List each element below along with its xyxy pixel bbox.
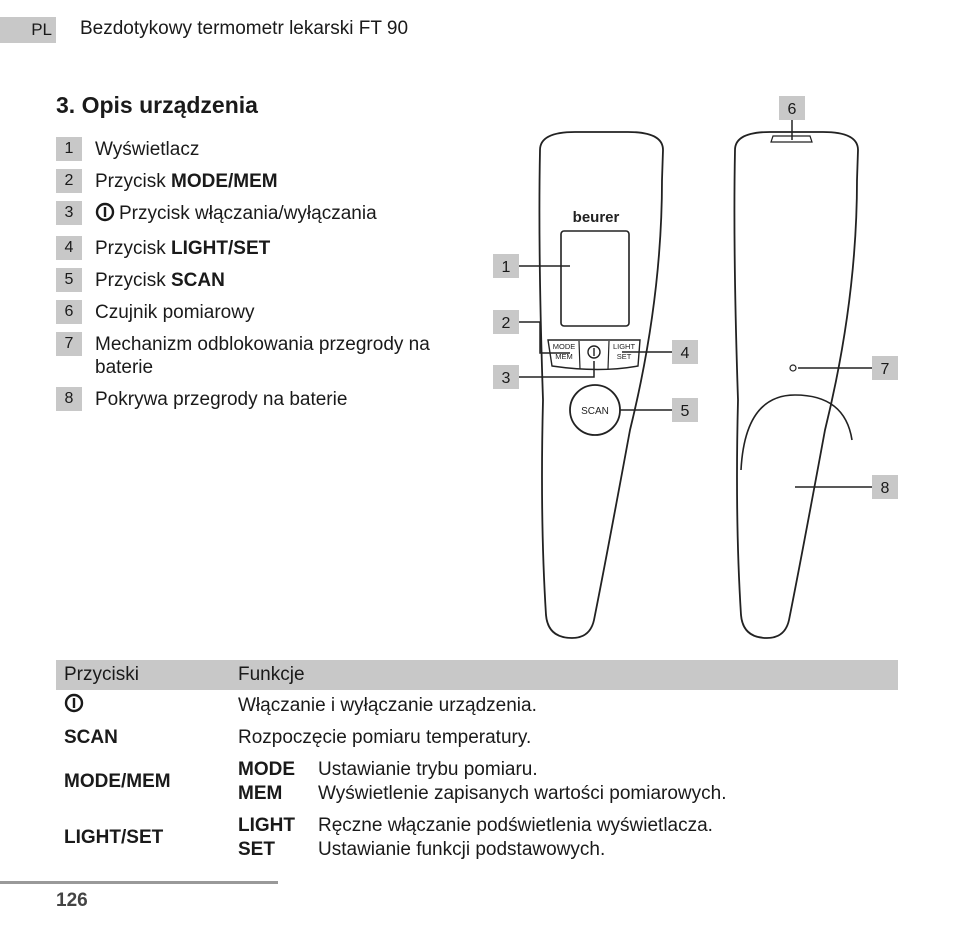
legend-item: 8 Pokrywa przegrody na baterie: [56, 387, 456, 411]
legend-prefix: Przycisk: [95, 238, 171, 259]
legend-label: Mechanizm odblokowania przegrody na bate…: [95, 334, 430, 378]
sub-key: MEM: [238, 783, 283, 804]
legend-label: Wyświetlacz: [95, 139, 200, 160]
battery-release-latch: [789, 364, 797, 372]
table-row: SCAN Rozpoczęcie pomiaru temperatury.: [56, 722, 898, 754]
legend-prefix: Przycisk: [95, 270, 171, 291]
parts-legend: 1 Wyświetlacz 2 Przycisk MODE/MEM 3 Przy…: [56, 137, 456, 419]
scan-label: SCAN: [581, 406, 609, 417]
legend-prefix: Przycisk: [95, 171, 171, 192]
svg-text:6: 6: [788, 101, 797, 118]
display-screen: [560, 230, 630, 327]
button-cell: [56, 693, 238, 719]
battery-cover: [740, 394, 853, 471]
legend-text: Przycisk włączania/wyłączania: [119, 203, 377, 224]
table-row: Włączanie i wyłączanie urządzenia.: [56, 690, 898, 722]
section-title: 3. Opis urządzenia: [56, 92, 258, 118]
svg-text:2: 2: [502, 315, 511, 332]
button-cell: LIGHT/SET: [64, 827, 164, 848]
function-cell: MODE Ustawianie trybu pomiaru. MEM Wyświet…: [238, 758, 898, 806]
legend-number: 3: [56, 201, 82, 225]
legend-item: 7 Mechanizm odblokowania przegrody na ba…: [56, 332, 456, 379]
power-icon: [64, 693, 84, 719]
legend-number: 2: [56, 169, 82, 193]
legend-label: Przycisk MODE/MEM: [95, 169, 278, 193]
sub-value: Ustawianie trybu pomiaru.: [318, 759, 538, 780]
sub-value: Ustawianie funkcji podstawowych.: [318, 839, 606, 860]
button-panel: [547, 339, 641, 371]
power-icon: [587, 345, 601, 359]
svg-text:8: 8: [881, 480, 890, 497]
footer-rule: [0, 881, 278, 884]
legend-number: 1: [56, 137, 82, 161]
sub-value: Ręczne włączanie podświetlenia wyświetla…: [318, 815, 713, 836]
callout-7: 7: [872, 356, 898, 380]
language-tab: PL: [0, 17, 56, 43]
function-cell: Włączanie i wyłączanie urządzenia.: [238, 695, 537, 716]
legend-label: Przycisk LIGHT/SET: [95, 236, 270, 260]
sub-key: SET: [238, 839, 275, 860]
document-title: Bezdotykowy termometr lekarski FT 90: [80, 18, 409, 39]
power-icon: [95, 202, 115, 228]
svg-text:7: 7: [881, 361, 890, 378]
header-functions: Funkcje: [238, 664, 305, 685]
device-diagram: beurer MODE MEM LIGHT SET SCAN 1 2 3 4 5…: [493, 96, 898, 639]
sub-key: LIGHT: [238, 815, 295, 836]
legend-item: 4 Przycisk LIGHT/SET: [56, 236, 456, 260]
svg-text:4: 4: [681, 345, 690, 362]
legend-bold: MODE/MEM: [171, 171, 278, 192]
legend-number: 8: [56, 387, 82, 411]
button-cell: SCAN: [64, 727, 118, 748]
mode-label: MODE: [553, 342, 576, 351]
thermometer-back-body: [733, 131, 859, 639]
page-number: 126: [56, 890, 88, 911]
legend-label: Przycisk włączania/wyłączania: [95, 201, 377, 228]
callout-3: 3: [493, 365, 519, 389]
sub-function: SET Ustawianie funkcji podstawowych.: [238, 838, 898, 862]
function-cell: Rozpoczęcie pomiaru temperatury.: [238, 727, 532, 748]
sub-function: MODE Ustawianie trybu pomiaru.: [238, 758, 898, 782]
legend-bold: LIGHT/SET: [171, 238, 271, 259]
light-label: LIGHT: [613, 342, 636, 351]
legend-label: Pokrywa przegrody na baterie: [95, 389, 348, 410]
svg-text:5: 5: [681, 403, 690, 420]
thermometer-front-body: [538, 131, 664, 639]
table-row: LIGHT/SET LIGHT Ręczne włączanie podświet…: [56, 810, 898, 866]
legend-number: 5: [56, 268, 82, 292]
svg-text:3: 3: [502, 370, 511, 387]
callout-4: 4: [672, 340, 698, 364]
table-header: Przyciski Funkcje: [56, 660, 898, 690]
callout-5: 5: [672, 398, 698, 422]
table-row: MODE/MEM MODE Ustawianie trybu pomiaru. M…: [56, 754, 898, 810]
mem-label: MEM: [555, 352, 573, 361]
sub-function: MEM Wyświetlenie zapisanych wartości pomi…: [238, 782, 898, 806]
brand-logo: beurer: [573, 209, 620, 226]
legend-item: 3 Przycisk włączania/wyłączania: [56, 201, 456, 228]
legend-number: 7: [56, 332, 82, 356]
legend-item: 2 Przycisk MODE/MEM: [56, 169, 456, 193]
legend-label: Przycisk SCAN: [95, 268, 225, 292]
header-buttons: Przyciski: [64, 664, 139, 685]
legend-bold: SCAN: [171, 270, 225, 291]
legend-item: 6 Czujnik pomiarowy: [56, 300, 456, 324]
buttons-table: Przyciski Funkcje Włączanie i wyłączanie…: [56, 660, 898, 866]
svg-text:1: 1: [502, 259, 511, 276]
sensor-window: [770, 135, 813, 143]
callout-1: 1: [493, 254, 519, 278]
set-label: SET: [617, 352, 632, 361]
legend-label: Czujnik pomiarowy: [95, 302, 255, 323]
sub-function: LIGHT Ręczne włączanie podświetlenia wyśw…: [238, 814, 898, 838]
button-cell: MODE/MEM: [64, 771, 171, 792]
legend-number: 6: [56, 300, 82, 324]
sub-value: Wyświetlenie zapisanych wartości pomiaro…: [318, 783, 727, 804]
callout-2: 2: [493, 310, 519, 334]
legend-item: 1 Wyświetlacz: [56, 137, 456, 161]
function-cell: LIGHT Ręczne włączanie podświetlenia wyśw…: [238, 814, 898, 862]
callout-6: 6: [779, 96, 805, 120]
legend-number: 4: [56, 236, 82, 260]
legend-item: 5 Przycisk SCAN: [56, 268, 456, 292]
sub-key: MODE: [238, 759, 295, 780]
callout-8: 8: [872, 475, 898, 499]
